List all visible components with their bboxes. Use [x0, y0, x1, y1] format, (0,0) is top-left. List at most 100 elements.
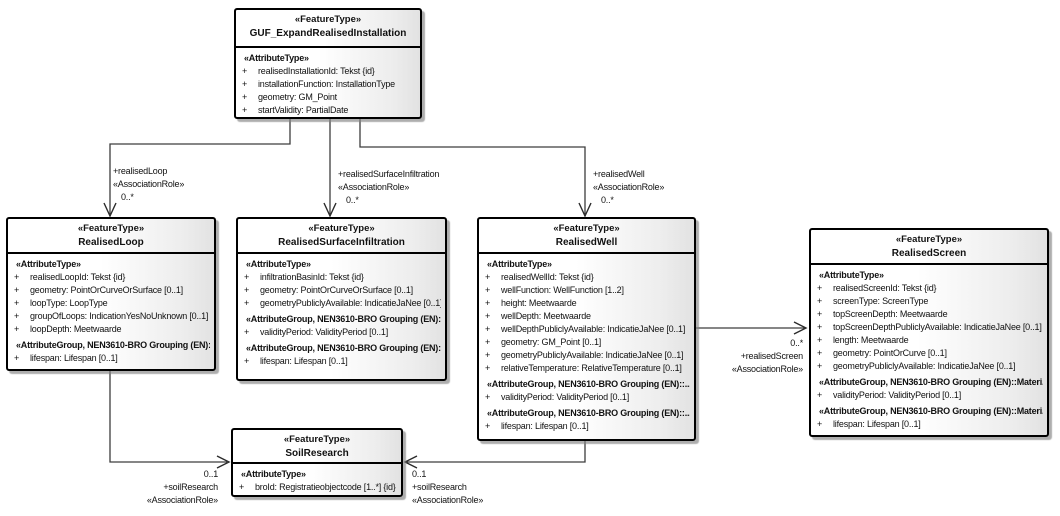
open-arrowhead-down-realisedloop [103, 202, 117, 218]
attribute-text: geometryPubliclyAvailable: IndicatieJaNe… [501, 350, 684, 360]
class-header: «FeatureType» RealisedSurfaceInfiltratio… [238, 219, 445, 254]
visibility-public-icon: + [817, 283, 823, 293]
class-header: «FeatureType» RealisedScreen [811, 230, 1047, 265]
attribute-text: relativeTemperature: RelativeTemperature… [501, 363, 682, 373]
attribute-row: +geometryPubliclyAvailable: IndicatieJaN… [485, 349, 690, 362]
class-realisedsurfaceinfiltration[interactable]: «FeatureType» RealisedSurfaceInfiltratio… [236, 217, 447, 381]
association-label-soilresearch-right: 0..1 +soilResearch «AssociationRole» [412, 468, 483, 507]
class-name: RealisedWell [555, 237, 618, 248]
visibility-public-icon: + [485, 311, 491, 321]
attributes-compartment: «AttributeType» +infiltrationBasinId: Tek… [238, 254, 445, 368]
visibility-public-icon: + [817, 390, 823, 400]
attribute-row: +loopDepth: Meetwaarde [14, 323, 210, 336]
attribute-text: validityPeriod: ValidityPeriod [0..1] [501, 392, 630, 402]
visibility-public-icon: + [244, 327, 250, 337]
attribute-row: +startValidity: PartialDate [242, 104, 416, 117]
visibility-public-icon: + [485, 285, 491, 295]
open-arrowhead-left-soilresearch [403, 455, 418, 469]
visibility-public-icon: + [485, 363, 491, 373]
attribute-row: +realisedLoopId: Tekst {id} [14, 271, 210, 284]
attribute-text: installationFunction: InstallationType [258, 79, 395, 89]
connector-guf-to-realisedloop[interactable] [109, 119, 291, 214]
attribute-group-header: «AttributeType» [241, 469, 306, 479]
attribute-row: +topScreenDepth: Meetwaarde [817, 308, 1043, 321]
class-header: «FeatureType» SoilResearch [233, 430, 401, 464]
attribute-row: +lifespan: Lifespan [0..1] [817, 418, 1043, 431]
attribute-row: +geometryPubliclyAvailable: IndicatieJaN… [244, 297, 441, 310]
attribute-group-header: «AttributeGroup, NEN3610-BRO Grouping (E… [246, 343, 441, 353]
multiplicity: 0..* [346, 195, 359, 205]
attribute-row: +lifespan: Lifespan [0..1] [14, 352, 210, 365]
attribute-text: validityPeriod: ValidityPeriod [0..1] [833, 390, 962, 400]
visibility-public-icon: + [242, 105, 248, 115]
attribute-row: + groupOfLoops: IndicationYesNoUnknown [0… [14, 310, 210, 323]
association-label-realisedscreen: 0..* +realisedScreen «AssociationRole» [732, 337, 803, 376]
connector-guf-to-realisedwell[interactable] [359, 119, 586, 214]
visibility-public-icon: + [244, 285, 250, 295]
visibility-public-icon: + [817, 296, 823, 306]
class-header: «FeatureType» GUF_ExpandRealisedInstalla… [236, 10, 420, 48]
attribute-row: +realisedScreenId: Tekst {id} [817, 282, 1043, 295]
attributes-compartment: «AttributeType» +broId: Registratieobject… [233, 464, 401, 494]
open-arrowhead-right-soilresearch [216, 455, 231, 469]
visibility-public-icon: + [14, 324, 20, 334]
visibility-public-icon: + [242, 79, 248, 89]
attribute-row: +broId: Registratieobjectcode [1..*] {id… [239, 481, 397, 494]
association-label-realisedloop: +realisedLoop «AssociationRole» 0..* [113, 165, 184, 204]
attribute-text: geometryPubliclyAvailable: IndicatieJaNe… [833, 361, 1016, 371]
visibility-public-icon: + [485, 337, 491, 347]
attribute-text: wellDepth: Meetwaarde [501, 311, 591, 321]
class-realisedscreen[interactable]: «FeatureType» RealisedScreen «AttributeT… [809, 228, 1049, 437]
visibility-public-icon: + [485, 272, 491, 282]
visibility-public-icon: + [244, 298, 250, 308]
attribute-text: screenType: ScreenType [833, 296, 929, 306]
attribute-row: + realisedWellId: Tekst {id} [485, 271, 690, 284]
role-name: +soilResearch [412, 482, 467, 492]
visibility-public-icon: + [14, 311, 20, 321]
connector-realisedwell-to-soilresearch[interactable] [407, 441, 586, 463]
class-realisedwell[interactable]: «FeatureType» RealisedWell «AttributeTyp… [477, 217, 696, 441]
attribute-row: +infiltrationBasinId: Tekst {id} [244, 271, 441, 284]
attribute-text: realisedWellId: Tekst {id} [501, 272, 594, 282]
attribute-text: topScreenDepthPubliclyAvailable: Indicat… [833, 322, 1042, 332]
multiplicity: 0..* [790, 338, 803, 348]
attribute-group-header: «AttributeType» [246, 259, 311, 269]
class-guf-expandrealisedinstallation[interactable]: «FeatureType» GUF_ExpandRealisedInstalla… [234, 8, 422, 119]
visibility-public-icon: + [817, 322, 823, 332]
class-name: GUF_ExpandRealisedInstallation [249, 28, 407, 39]
visibility-public-icon: + [242, 66, 248, 76]
connector-realisedloop-to-soilresearch[interactable] [109, 371, 227, 463]
open-arrowhead-down-realisedsurfaceinfiltration [323, 202, 337, 218]
attributes-compartment: «AttributeType»+realisedScreenId: Tekst … [811, 265, 1047, 431]
attribute-text: lifespan: Lifespan [0..1] [501, 421, 589, 431]
role-name: +soilResearch [163, 482, 218, 492]
association-label-soilresearch-left: 0..1 +soilResearch «AssociationRole» [147, 468, 218, 507]
visibility-public-icon: + [485, 298, 491, 308]
class-soilresearch[interactable]: «FeatureType» SoilResearch «AttributeTyp… [231, 428, 403, 497]
class-name: RealisedLoop [78, 237, 144, 248]
attribute-row: + geometry: GM_Point [242, 91, 416, 104]
attribute-text: groupOfLoops: IndicationYesNoUnknown [0.… [30, 311, 209, 321]
multiplicity: 0..* [601, 195, 614, 205]
attribute-text: geometry: GM_Point [0..1] [501, 337, 602, 347]
role-name: +realisedSurfaceInfiltration [338, 169, 440, 179]
attribute-text: geometry: PointOrCurveOrSurface [0..1] [30, 285, 183, 295]
class-realisedloop[interactable]: «FeatureType» RealisedLoop «AttributeTyp… [6, 217, 216, 371]
visibility-public-icon: + [817, 361, 823, 371]
attribute-text: broId: Registratieobjectcode [1..*] {id} [255, 482, 396, 492]
attribute-row: + validityPeriod: ValidityPeriod [0..1] [817, 389, 1043, 402]
attribute-row: +realisedInstallationId: Tekst {id} [242, 65, 416, 78]
role-stereotype: «AssociationRole» [113, 179, 185, 189]
attribute-text: loopType: LoopType [30, 298, 108, 308]
attributes-compartment: «AttributeType»+realisedInstallationId: … [236, 48, 420, 117]
visibility-public-icon: + [242, 92, 248, 102]
multiplicity: 0..1 [412, 469, 427, 479]
attribute-group-header: «AttributeGroup, NEN3610-BRO Grouping (E… [487, 379, 690, 389]
class-name: SoilResearch [285, 448, 349, 459]
attribute-text: length: Meetwaarde [833, 335, 909, 345]
attribute-text: geometry: GM_Point [258, 92, 337, 102]
attribute-text: lifespan: Lifespan [0..1] [260, 356, 348, 366]
attribute-row: +height: Meetwaarde [485, 297, 690, 310]
multiplicity: 0..* [121, 192, 134, 202]
